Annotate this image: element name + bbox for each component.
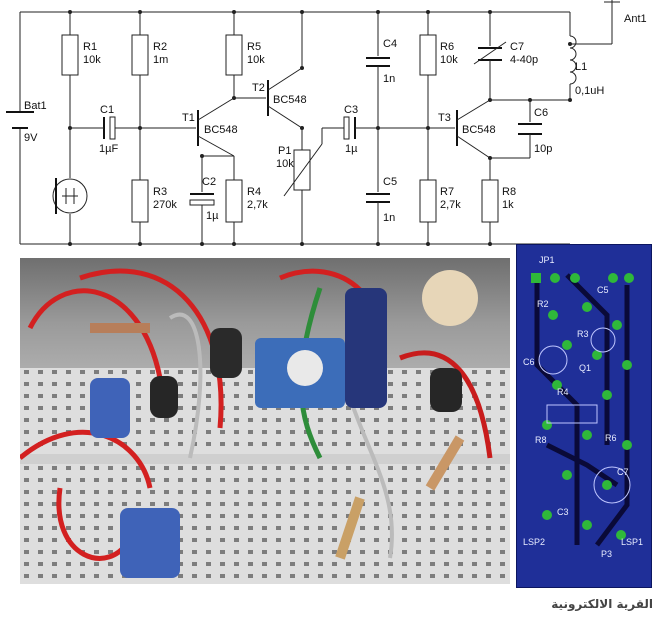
c4-name: C4 [383,38,397,50]
pcb-label: R6 [605,433,617,443]
c6-name: C6 [534,107,548,119]
r7-value: 2,7k [440,199,461,211]
c6-value: 10p [534,143,552,155]
p1-value: 10k [276,158,294,170]
r5-value: 10k [247,54,265,66]
c3-name: C3 [344,104,358,116]
pcb-label: C6 [523,357,535,367]
t1-name: T1 [182,112,195,124]
r8-name: R8 [502,186,516,198]
p1-name: P1 [278,145,291,157]
r2-value: 1m [153,54,168,66]
t3-value: BC548 [462,124,496,136]
resistor-r2 [131,34,149,76]
pcb-label: JP1 [539,255,555,265]
resistor-r1 [61,34,79,76]
r7-name: R7 [440,186,454,198]
pcb-label: C5 [597,285,609,295]
l1-name: L1 [575,61,587,73]
resistor-r8 [481,179,499,223]
capacitor-c6 [518,123,542,135]
r6-value: 10k [440,54,458,66]
r4-name: R4 [247,186,261,198]
pcb-label: R8 [535,435,547,445]
c5-value: 1n [383,212,395,224]
pcb-label: R3 [577,329,589,339]
pcb-label: Q1 [579,363,591,373]
inductor-l1 [569,35,577,85]
bat1-name: Bat1 [24,100,47,112]
r8-value: 1k [502,199,514,211]
microphone-icon [52,178,88,214]
c3-value: 1µ [345,143,358,155]
r1-name: R1 [83,41,97,53]
resistor-r6 [419,34,437,76]
breadboard-photo [20,258,510,584]
bat1-value: 9V [24,132,38,144]
c1-value: 1µF [99,143,118,155]
r4-value: 2,7k [247,199,268,211]
r6-name: R6 [440,41,454,53]
pcb-label: R2 [537,299,549,309]
transistor-t1 [197,97,235,157]
c2-name: C2 [202,176,216,188]
circuit-schematic: Bat1 9V R1 10k C1 1µF R2 1m R3 270k T1 [6,0,647,246]
antenna-name: Ant1 [624,13,647,25]
pcb-label: R4 [557,387,569,397]
resistor-r3 [131,179,149,223]
junction-dots [68,10,572,246]
t3-name: T3 [438,112,451,124]
t2-value: BC548 [273,94,307,106]
resistor-r5 [225,34,243,76]
pcb-label: C7 [617,467,629,477]
c2-value: 1µ [206,210,219,222]
c4-value: 1n [383,73,395,85]
c7-name: C7 [510,41,524,53]
battery-bat1: Bat1 9V [6,100,47,144]
capacitor-c1 [100,116,140,140]
capacitor-c3 [343,116,356,140]
transistor-t3 [456,99,491,159]
pcb-label: LSP1 [621,537,643,547]
c7-value: 4-40p [510,54,538,66]
r3-value: 270k [153,199,177,211]
c1-name: C1 [100,104,114,116]
resistor-r7 [419,179,437,223]
pcb-label: LSP2 [523,537,545,547]
pcb-label: C3 [557,507,569,517]
potentiometer-p1 [293,149,311,191]
resistor-r4 [225,179,243,223]
pcb-label: P3 [601,549,612,559]
t1-value: BC548 [204,124,238,136]
capacitor-c4 [366,57,390,67]
watermark-text: القرية الالكترونية [551,597,653,611]
r2-name: R2 [153,41,167,53]
breadboard-illustration [20,268,510,584]
c5-name: C5 [383,176,397,188]
r3-name: R3 [153,186,167,198]
l1-value: 0,1uH [575,85,604,97]
capacitor-c5 [366,193,390,203]
capacitor-c2 [189,193,215,206]
t2-name: T2 [252,82,265,94]
r1-value: 10k [83,54,101,66]
r5-name: R5 [247,41,261,53]
transistor-t2 [267,67,303,129]
